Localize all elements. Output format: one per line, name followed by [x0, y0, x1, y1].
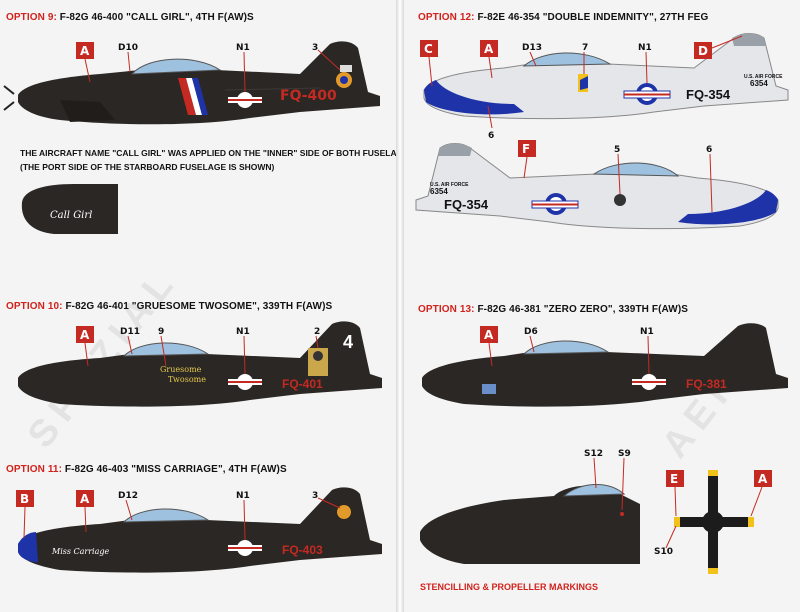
option9-nose-code: FQ-400 — [280, 88, 337, 104]
callout-a: A — [480, 326, 498, 367]
callout-c: C — [420, 40, 438, 87]
call-girl-nose-art: Call Girl — [50, 210, 92, 221]
callout-7: 7 — [582, 43, 588, 53]
propeller — [674, 470, 754, 574]
callout-d13: D13 — [522, 43, 542, 53]
callout-d12: D12 — [118, 491, 138, 501]
callout-d6: D6 — [524, 327, 538, 337]
callout-a: A — [750, 470, 772, 517]
callout-a: A — [76, 326, 94, 367]
svg-text:F: F — [522, 142, 530, 156]
option11-number: OPTION 11: — [6, 464, 63, 475]
option12-nose-code-starboard: FQ-354 — [444, 197, 489, 212]
option13-text: F-82G 46-381 "ZERO ZERO", 339TH F(AW)S — [477, 304, 689, 315]
option10-nose-code: FQ-401 — [282, 377, 323, 391]
svg-text:A: A — [758, 472, 768, 486]
option12-title: OPTION 12: F-82E 46-354 "DOUBLE INDEMNIT… — [418, 12, 708, 23]
callout-a: A — [76, 490, 94, 533]
callout-d: D — [694, 35, 743, 59]
callout-n1: N1 — [236, 43, 250, 53]
option12-text: F-82E 46-354 "DOUBLE INDEMNITY", 27TH FE… — [477, 12, 709, 23]
option9-title: OPTION 9: F-82G 46-400 "CALL GIRL", 4TH … — [6, 12, 254, 23]
note-line-2: (THE PORT SIDE OF THE STARBOARD FUSELAGE… — [20, 162, 275, 172]
callout-n1: N1 — [236, 327, 250, 337]
aircraft-profile — [3, 41, 380, 125]
left-page: SPEZIAL OPTION 9: F-82G 46-400 "CALL GIR… — [0, 0, 396, 612]
svg-text:A: A — [484, 42, 494, 56]
callout-9: 9 — [158, 327, 164, 337]
callout-e: E — [666, 470, 684, 517]
callout-f: F — [518, 140, 536, 179]
option11-profile: FQ-403 Miss Carriage B A D12 N1 3 — [16, 487, 382, 573]
callout-n1: N1 — [638, 43, 652, 53]
svg-text:A: A — [80, 44, 90, 58]
option10-title: OPTION 10: F-82G 46-401 "GRUESOME TWOSOM… — [6, 301, 332, 312]
callout-n1: N1 — [640, 327, 654, 337]
option13-number: OPTION 13: — [418, 304, 475, 315]
option10-nose-art-1: Gruesome — [160, 365, 202, 374]
option13-nose-code: FQ-381 — [686, 377, 727, 391]
call-girl-nose-detail: Call Girl — [21, 184, 118, 234]
option11-nose-art: Miss Carriage — [51, 547, 109, 556]
option10-tail-number: 4 — [343, 332, 353, 352]
stencil-profile: S12 S9 E A S10 — [420, 449, 772, 574]
callout-s12: S12 — [584, 449, 603, 459]
option12-profile-port: FQ-354 U.S. AIR FORCE 6354 C A D13 7 N1 … — [420, 33, 789, 141]
callout-s9: S9 — [618, 449, 631, 459]
callout-3: 3 — [312, 491, 318, 501]
svg-text:A: A — [80, 328, 90, 342]
option12-usaf-starboard: U.S. AIR FORCE — [430, 182, 469, 188]
option10-text: F-82G 46-401 "GRUESOME TWOSOME", 339TH F… — [65, 301, 333, 312]
option13-profile: FQ-381 A D6 N1 — [422, 323, 788, 407]
option12-serial-starboard: 6354 — [430, 187, 448, 196]
svg-text:B: B — [20, 492, 29, 506]
svg-text:D: D — [698, 44, 708, 58]
page-gutter — [396, 0, 404, 612]
svg-text:C: C — [424, 42, 433, 56]
option12-serial: 6354 — [750, 79, 768, 88]
option11-nose-code: FQ-403 — [282, 543, 323, 557]
option12-number: OPTION 12: — [418, 12, 475, 23]
option10-number: OPTION 10: — [6, 301, 63, 312]
svg-text:A: A — [484, 328, 494, 342]
callout-3: 3 — [312, 43, 318, 53]
callout-b: B — [16, 490, 34, 539]
callout-5: 5 — [614, 145, 620, 155]
stencils-title: STENCILLING & PROPELLER MARKINGS — [420, 582, 599, 592]
callout-6: 6 — [488, 131, 494, 141]
note-line-1: THE AIRCRAFT NAME "CALL GIRL" WAS APPLIE… — [20, 148, 396, 158]
callout-s10: S10 — [654, 547, 673, 557]
option9-number: OPTION 9: — [6, 12, 57, 23]
callout-d11: D11 — [120, 327, 140, 337]
callout-n1: N1 — [236, 491, 250, 501]
callout-2: 2 — [314, 327, 320, 337]
option10-nose-art-2: Twosome — [168, 375, 206, 384]
option11-text: F-82G 46-403 "MISS CARRIAGE", 4TH F(AW)S — [64, 464, 287, 475]
option13-title: OPTION 13: F-82G 46-381 "ZERO ZERO", 339… — [418, 304, 688, 315]
option12-usaf: U.S. AIR FORCE — [744, 74, 783, 80]
option12-nose-code: FQ-354 — [686, 87, 731, 102]
callout-a: A — [76, 42, 94, 83]
option12-profile-starboard: FQ-354 U.S. AIR FORCE 6354 F 5 6 — [415, 140, 779, 230]
option11-title: OPTION 11: F-82G 46-403 "MISS CARRIAGE",… — [6, 464, 287, 475]
option9-text: F-82G 46-400 "CALL GIRL", 4TH F(AW)S — [59, 12, 254, 23]
callout-6: 6 — [706, 145, 712, 155]
callout-d10: D10 — [118, 43, 138, 53]
right-page: AERO OPTION 12: F-82E 46-354 "DOUBLE IND… — [404, 0, 800, 612]
option9-profile: FQ-400 A D10 N1 3 — [3, 41, 380, 125]
svg-text:A: A — [80, 492, 90, 506]
call-girl-note: THE AIRCRAFT NAME "CALL GIRL" WAS APPLIE… — [20, 146, 396, 174]
callout-a: A — [480, 40, 498, 79]
option10-profile: 4 FQ-401 Gruesome Twosome A D11 9 N1 2 — [18, 321, 382, 407]
svg-text:E: E — [670, 472, 678, 486]
